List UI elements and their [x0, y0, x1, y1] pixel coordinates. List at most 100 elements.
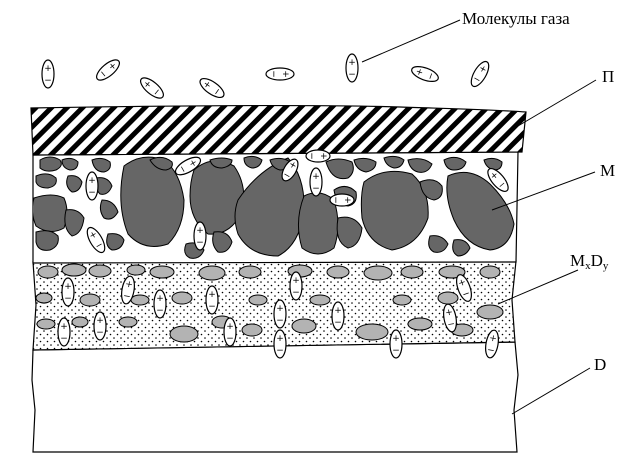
compound-grain: [364, 266, 392, 280]
gas-molecule: +−: [194, 222, 206, 250]
gas-molecule: +−: [206, 286, 218, 314]
molecule-outline: [468, 59, 492, 89]
compound-grain: [38, 266, 58, 278]
gas-molecule: +−: [330, 194, 354, 206]
compound-grain: [150, 266, 174, 278]
leader-film: [518, 80, 596, 126]
molecule-plus-sign: +: [226, 322, 234, 332]
molecule-minus-sign: −: [348, 70, 356, 80]
molecule-plus-sign: +: [44, 64, 52, 74]
leader-gas: [362, 20, 460, 62]
molecule-minus-sign: −: [60, 334, 68, 344]
metal-grain: [36, 231, 58, 251]
label-substrate: D: [594, 355, 606, 374]
compound-grain: [36, 293, 52, 303]
label-compound: MxDy: [570, 251, 609, 272]
molecule-plus-sign: +: [64, 282, 72, 292]
molecule-plus-sign: +: [348, 58, 356, 68]
molecule-plus-sign: +: [276, 304, 284, 314]
compound-grain: [89, 265, 111, 277]
molecule-plus-sign: +: [60, 322, 68, 332]
molecule-plus-sign: +: [196, 226, 204, 236]
molecule-plus-sign: +: [312, 172, 320, 182]
molecule-outline: [93, 56, 122, 83]
compound-grain: [119, 317, 137, 327]
label-gas-molecules: Молекулы газа: [462, 9, 570, 28]
molecule-plus-sign: +: [208, 290, 216, 300]
gas-molecule: +−: [58, 318, 70, 346]
molecule-plus-sign: +: [280, 70, 290, 78]
gas-molecule: +−: [306, 150, 330, 162]
compound-grain: [37, 319, 55, 329]
compound-grain: [356, 324, 388, 340]
compound-grain: [80, 294, 100, 306]
molecule-minus-sign: −: [312, 184, 320, 194]
molecule-minus-sign: −: [276, 346, 284, 356]
label-film: П: [602, 67, 614, 86]
molecule-plus-sign: +: [334, 306, 342, 316]
label-compound-mid: D: [591, 251, 603, 270]
label-metal: M: [600, 161, 615, 180]
compound-grain: [292, 319, 316, 333]
gas-molecule: +−: [274, 330, 286, 358]
molecule-minus-sign: −: [268, 70, 278, 78]
molecule-minus-sign: −: [334, 318, 342, 328]
gas-molecule: +−: [274, 300, 286, 328]
compound-grain: [310, 295, 330, 305]
gas-molecule: +−: [266, 68, 294, 80]
molecule-plus-sign: +: [276, 334, 284, 344]
molecule-minus-sign: −: [64, 294, 72, 304]
label-compound-base: M: [570, 251, 585, 270]
gas-molecule: +−: [154, 290, 166, 318]
molecule-minus-sign: −: [330, 196, 340, 204]
molecule-minus-sign: −: [156, 306, 164, 316]
molecule-minus-sign: −: [196, 238, 204, 248]
molecule-plus-sign: +: [292, 276, 300, 286]
compound-grain: [327, 266, 349, 278]
gas-molecule: +−: [410, 64, 440, 85]
substrate-layer: [32, 342, 518, 452]
gas-molecule: +−: [42, 60, 54, 88]
gas-molecule: +−: [62, 278, 74, 306]
gas-molecule: +−: [290, 272, 302, 300]
metal-grain: [40, 157, 61, 171]
molecule-plus-sign: +: [318, 152, 328, 160]
compound-grain: [239, 266, 261, 278]
compound-grain: [199, 266, 225, 280]
gas-molecule: +−: [137, 74, 166, 101]
film-layer: [31, 105, 526, 155]
gas-molecule: +−: [346, 54, 358, 82]
metal-grain: [32, 195, 67, 232]
molecule-minus-sign: −: [292, 288, 300, 298]
gas-molecule: +−: [468, 59, 492, 89]
compound-grain: [480, 266, 500, 278]
molecule-plus-sign: +: [156, 294, 164, 304]
metal-grain: [36, 174, 56, 188]
gas-molecule: +−: [332, 302, 344, 330]
gas-molecule: +−: [224, 318, 236, 346]
molecule-minus-sign: −: [276, 316, 284, 326]
gas-molecule: +−: [390, 330, 402, 358]
molecule-minus-sign: −: [88, 188, 96, 198]
molecule-minus-sign: −: [208, 302, 216, 312]
compound-grain: [242, 324, 262, 336]
label-compound-sub-y: y: [603, 260, 609, 272]
molecule-minus-sign: −: [392, 346, 400, 356]
compound-grain: [62, 264, 86, 276]
compound-grain: [477, 305, 503, 319]
molecule-plus-sign: +: [88, 176, 96, 186]
molecule-plus-sign: +: [96, 316, 104, 326]
compound-grain: [438, 292, 458, 304]
molecule-plus-sign: +: [392, 334, 400, 344]
molecule-minus-sign: −: [44, 76, 52, 86]
compound-grain: [170, 326, 198, 342]
molecule-minus-sign: −: [226, 334, 234, 344]
gas-molecule: +−: [93, 56, 122, 83]
leader-substrate: [512, 368, 590, 414]
compound-grain: [172, 292, 192, 304]
molecule-minus-sign: −: [96, 328, 104, 338]
gas-molecule: +−: [310, 168, 322, 196]
molecule-plus-sign: +: [342, 196, 352, 204]
